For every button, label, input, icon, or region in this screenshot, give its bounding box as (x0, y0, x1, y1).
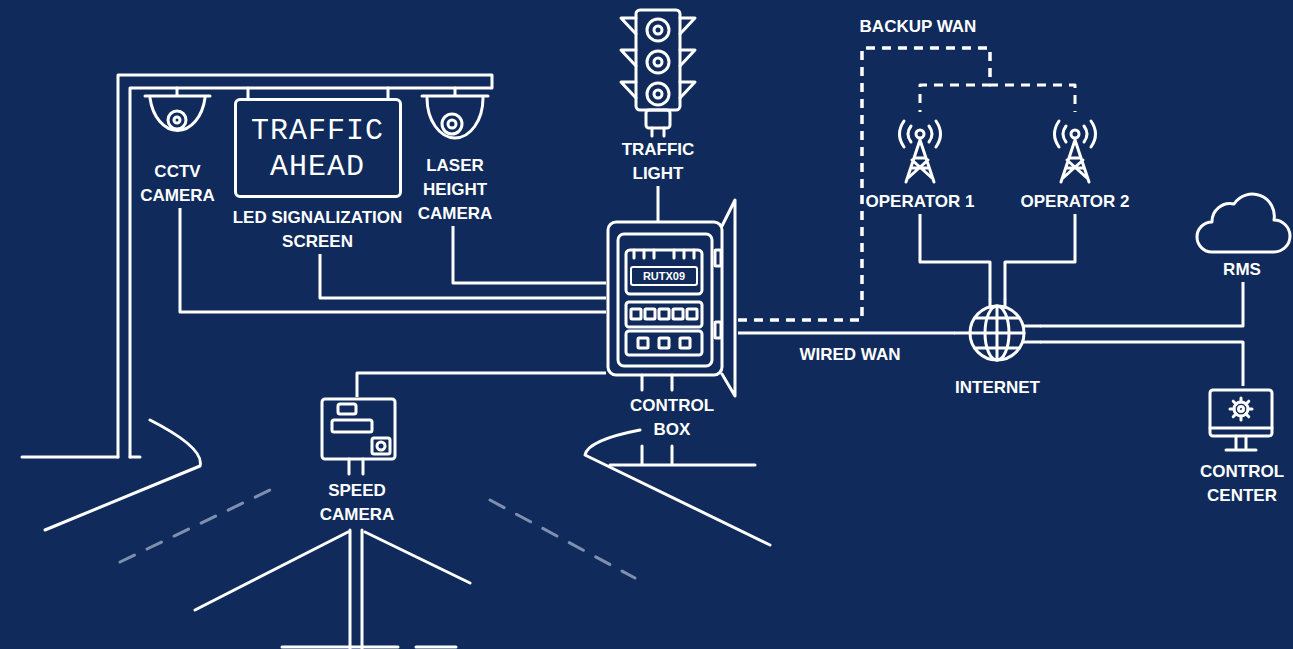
node-label: CONTROL BOX (622, 394, 722, 442)
gear-tooth (1233, 414, 1236, 417)
speed-camera-node: SPEED CAMERA (308, 397, 406, 527)
screen-message: TRAFFIC AHEAD (243, 113, 393, 185)
wire (920, 214, 990, 300)
gear-tooth (1248, 408, 1252, 411)
globe-icon (955, 300, 1040, 360)
node-label: OPERATOR 2 (1013, 190, 1137, 214)
gear-tooth (1246, 414, 1249, 417)
wire (453, 226, 606, 283)
node-label: CONTROL CENTER (1195, 460, 1289, 508)
control-box-cabinet (608, 200, 755, 465)
edge-label: WIRED WAN (796, 343, 903, 367)
operator-node: OPERATOR 1 (858, 112, 982, 214)
control-box: CONTROL BOX RUTX09 (606, 222, 738, 442)
node-label: CCTV CAMERA (130, 160, 225, 208)
laser-camera-icon (422, 96, 488, 138)
control-center-node: CONTROL CENTER (1195, 386, 1289, 508)
camera-node: CCTV CAMERA (130, 92, 225, 208)
node-label: TRAFFIC LIGHT (608, 138, 708, 186)
operator-node: OPERATOR 2 (1013, 112, 1137, 214)
node-label: OPERATOR 1 (858, 190, 982, 214)
wire (1005, 214, 1075, 300)
cloud-node: RMS (1195, 190, 1289, 282)
gear-tooth (1230, 408, 1234, 411)
backup-link (738, 48, 990, 320)
wire (657, 186, 660, 222)
camera-node: LASER HEIGHT CAMERA (410, 92, 500, 226)
tower-icon (1055, 121, 1096, 182)
internet-node: INTERNET (955, 300, 1040, 400)
led-screen: TRAFFIC AHEAD (234, 98, 402, 198)
gear-tooth (1240, 416, 1243, 420)
gear-tooth (1233, 401, 1236, 404)
wire (738, 332, 955, 335)
router-device: RUTX09 (630, 266, 698, 286)
edge-label: BACKUP WAN (857, 15, 980, 39)
device-label: RUTX09 (632, 268, 696, 284)
node-label: LASER HEIGHT CAMERA (410, 154, 500, 226)
wire (320, 254, 606, 298)
speed-camera-icon (322, 399, 395, 474)
cloud-icon (1197, 194, 1290, 252)
led-screen-node: TRAFFIC AHEAD LED SIGNALIZATION SCREEN (225, 98, 410, 254)
gantry (118, 75, 492, 457)
wire (1040, 342, 1243, 386)
traffic-light-node: TRAFFIC LIGHT (608, 6, 708, 186)
node-label: SPEED CAMERA (308, 479, 406, 527)
traffic-light-icon (621, 10, 695, 136)
gear-tooth (1246, 401, 1249, 404)
node-label: RMS (1195, 258, 1289, 282)
node-label: LED SIGNALIZATION SCREEN (228, 206, 408, 254)
gear-tooth (1240, 398, 1243, 402)
node-label: INTERNET (955, 376, 1040, 400)
monitor-icon (1210, 390, 1272, 450)
wire (357, 373, 606, 397)
wire (1040, 282, 1243, 326)
tower-icon (900, 121, 941, 182)
backup-link (738, 48, 1075, 320)
cctv-icon (145, 96, 210, 130)
